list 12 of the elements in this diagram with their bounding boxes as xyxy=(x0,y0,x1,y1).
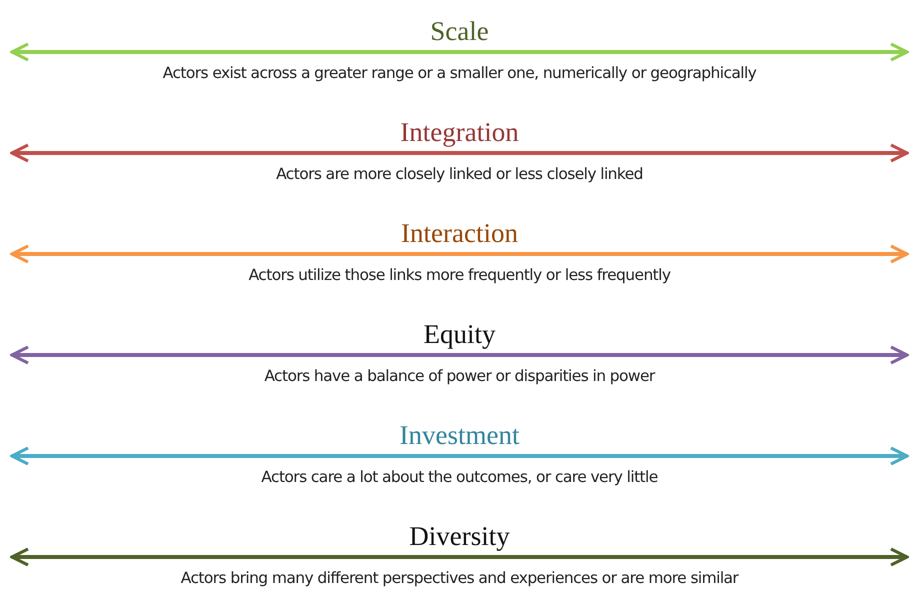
heading: Scale xyxy=(430,16,489,46)
description-text: Actors exist across a greater range or a smaller one, numerically or geographically xyxy=(162,63,756,83)
description-text: Actors care a lot about the outcomes, or care very little xyxy=(261,467,658,487)
description-text: Actors bring many different perspectives and experiences or are more similar xyxy=(180,568,738,588)
description-text: Actors have a balance of power or disparities in power xyxy=(264,366,655,386)
heading: Interaction xyxy=(401,218,518,248)
description-text: Actors utilize those links more frequently or less frequently xyxy=(248,265,670,285)
heading: Diversity xyxy=(409,521,510,551)
description-text: Actors are more closely linked or less closely linked xyxy=(276,164,643,184)
heading: Investment xyxy=(400,420,520,450)
heading: Integration xyxy=(400,117,519,147)
heading: Equity xyxy=(424,319,496,349)
